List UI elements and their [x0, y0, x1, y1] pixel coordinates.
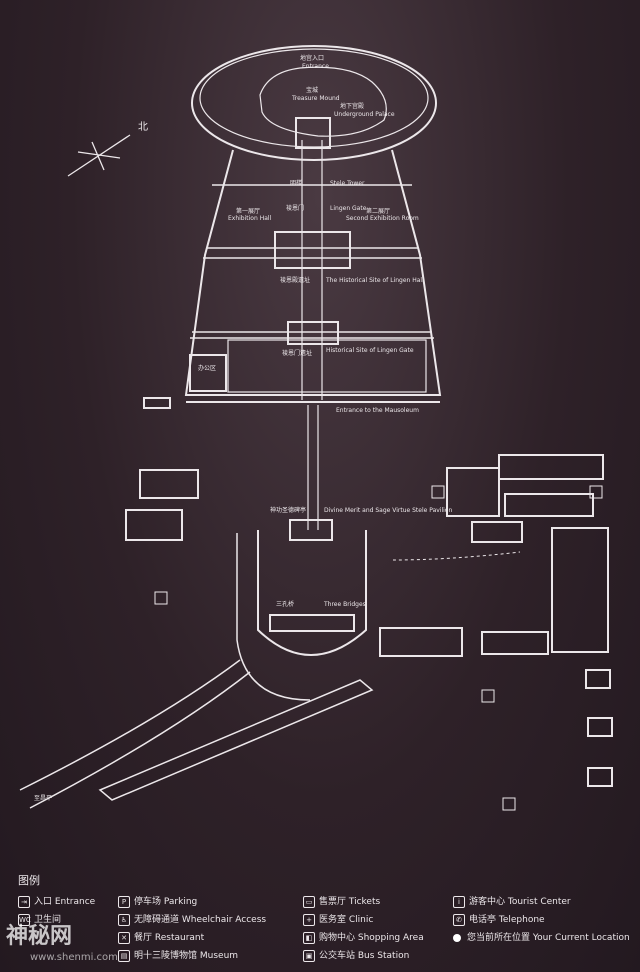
parking-icon-map — [154, 591, 168, 605]
road — [19, 659, 241, 791]
label-treasure-mound-en: Treasure Mound — [291, 95, 340, 102]
legend-label-cn: 无障碍通道 — [134, 915, 182, 925]
legend-item-parking: P 停车场 Parking — [118, 894, 197, 908]
legend-item-restaurant: ✕ 餐厅 Restaurant — [118, 930, 204, 944]
museum-icon: ▤ — [118, 949, 130, 962]
legend-label-en: Wheelchair Access — [181, 915, 267, 925]
legend-label-en: Clinic — [348, 915, 374, 925]
bus-icon: ▣ — [303, 949, 315, 962]
legend-item-ticket: ▭ 售票厅 Tickets — [303, 894, 380, 908]
legend-label-cn: 停车场 — [134, 897, 164, 907]
stele-tower — [295, 117, 331, 149]
label-west-hall-en: Exhibition Hall — [228, 215, 272, 222]
label-lingen-gate: 祾恩门 — [286, 204, 304, 212]
ticket-icon: ▭ — [303, 895, 315, 908]
legend-label-cn: 卫生间 — [34, 915, 62, 925]
label-bridge: 三孔桥 — [276, 600, 294, 608]
treasure-mound-outer — [191, 45, 437, 161]
legend-label-en: Parking — [163, 897, 198, 907]
legend-label-cn: 明十三陵博物馆 — [134, 951, 200, 961]
label-entrance-top: 地宫入口 — [300, 54, 324, 62]
label-east-hall: 第二展厅 — [366, 207, 390, 215]
legend-item-museum: ▤ 明十三陵博物馆 Museum — [118, 948, 238, 962]
parking-icon: P — [118, 895, 130, 908]
label-pavilion-en: Divine Merit and Sage Virtue Stele Pavil… — [324, 507, 452, 514]
shopping-icon: ◧ — [303, 931, 315, 944]
legend-label-en: Museum — [199, 951, 239, 961]
legend-item-shopping: ◧ 购物中心 Shopping Area — [303, 930, 424, 944]
legend-label-en: Entrance — [54, 897, 96, 907]
legend-label-en: Your Current Location — [532, 933, 630, 943]
label-treasure-mound: 宝城 — [306, 86, 318, 94]
label-entrance-top-en: Entrance — [302, 63, 329, 70]
legend-label-cn: 入口 — [34, 897, 55, 907]
legend-label-cn: 公交车站 — [319, 951, 358, 961]
info-icon-map — [431, 485, 445, 499]
label-stele-tower-en: Stele Tower — [330, 180, 365, 187]
compass-label: 北 — [138, 121, 148, 133]
label-gate-site: 祾恩门遗址 — [282, 349, 312, 357]
pavilion — [289, 519, 333, 541]
legend-label-en: Shopping Area — [357, 933, 424, 943]
label-main-gate-en: Entrance to the Mausoleum — [336, 407, 419, 414]
label-underground-palace: 地下宫殿 — [340, 102, 364, 110]
enclosure-outline — [184, 149, 442, 396]
watermark: 神秘网 — [6, 923, 73, 949]
underground-palace-outline — [259, 66, 387, 137]
legend-label-cn: 医务室 — [319, 915, 349, 925]
legend-label-cn: 售票厅 — [319, 897, 349, 907]
entrance-icon: ⇥ — [18, 895, 30, 908]
legend-item-info: i 游客中心 Tourist Center — [453, 894, 571, 908]
lingen-gate-site — [287, 321, 339, 345]
legend-label-cn: 您当前所在位置 — [467, 933, 533, 943]
toilet-icon: WC — [18, 913, 31, 926]
parking-icon-map-2 — [481, 689, 495, 703]
compass-needle — [67, 134, 131, 177]
three-bridges — [269, 614, 355, 632]
label-underground-palace-en: Underground Palace — [334, 111, 395, 118]
label-east-hall-en: Second Exhibition Room — [346, 215, 419, 222]
bridge-enclosure — [257, 530, 367, 656]
legend-label-cn: 餐厅 — [134, 933, 155, 943]
legend-item-telephone: ✆ 电话亭 Telephone — [453, 912, 545, 926]
legend-label-en: Restaurant — [154, 933, 205, 943]
bus-icon-map — [502, 797, 516, 811]
office-area-box — [189, 354, 227, 392]
label-west-hall: 第一展厅 — [236, 207, 260, 215]
legend-title: 图例 — [18, 874, 40, 887]
label-stele-tower: 明楼 — [290, 179, 302, 187]
label-office-area: 办公区 — [198, 364, 216, 372]
label-road: 至昌平 — [34, 795, 52, 802]
legend-item-location-dot: 您当前所在位置 Your Current Location — [453, 930, 630, 943]
legend-item-wheelchair: ♿ 无障碍通道 Wheelchair Access — [118, 912, 266, 926]
label-lingen-gate-en: Lingen Gate — [330, 205, 367, 212]
label-pavilion: 神功圣德碑亭 — [270, 506, 306, 514]
restaurant-icon: ✕ — [118, 931, 130, 944]
legend-label-cn: 电话亭 — [469, 915, 499, 925]
clinic-icon: + — [303, 913, 315, 926]
legend-item-bus: ▣ 公交车站 Bus Station — [303, 948, 409, 962]
label-gate-site-en: Historical Site of Lingen Gate — [326, 347, 414, 354]
label-lingen-hall-en: The Historical Site of Lingen Hall — [325, 277, 424, 284]
wheelchair-icon: ♿ — [118, 913, 130, 926]
legend-label-en: Tickets — [348, 897, 381, 907]
legend-label-en: Bus Station — [357, 951, 410, 961]
telephone-icon: ✆ — [453, 913, 465, 926]
location-dot-icon — [453, 933, 461, 942]
legend-item-clinic: + 医务室 Clinic — [303, 912, 373, 926]
legend-item-entrance: ⇥ 入口 Entrance — [18, 894, 95, 908]
info-icon: i — [453, 895, 465, 908]
watermark-url: www.shenmi.com — [30, 952, 118, 963]
legend-label-en: Tourist Center — [507, 897, 571, 907]
legend-label-en: Telephone — [498, 915, 545, 925]
lingen-hall-site — [274, 231, 351, 269]
label-lingen-hall: 祾恩殿遗址 — [280, 276, 310, 284]
legend-label-cn: 购物中心 — [319, 933, 358, 943]
legend-label-cn: 游客中心 — [469, 897, 508, 907]
restaurant-icon-map — [589, 485, 603, 499]
label-bridge-en: Three Bridges — [323, 601, 366, 608]
